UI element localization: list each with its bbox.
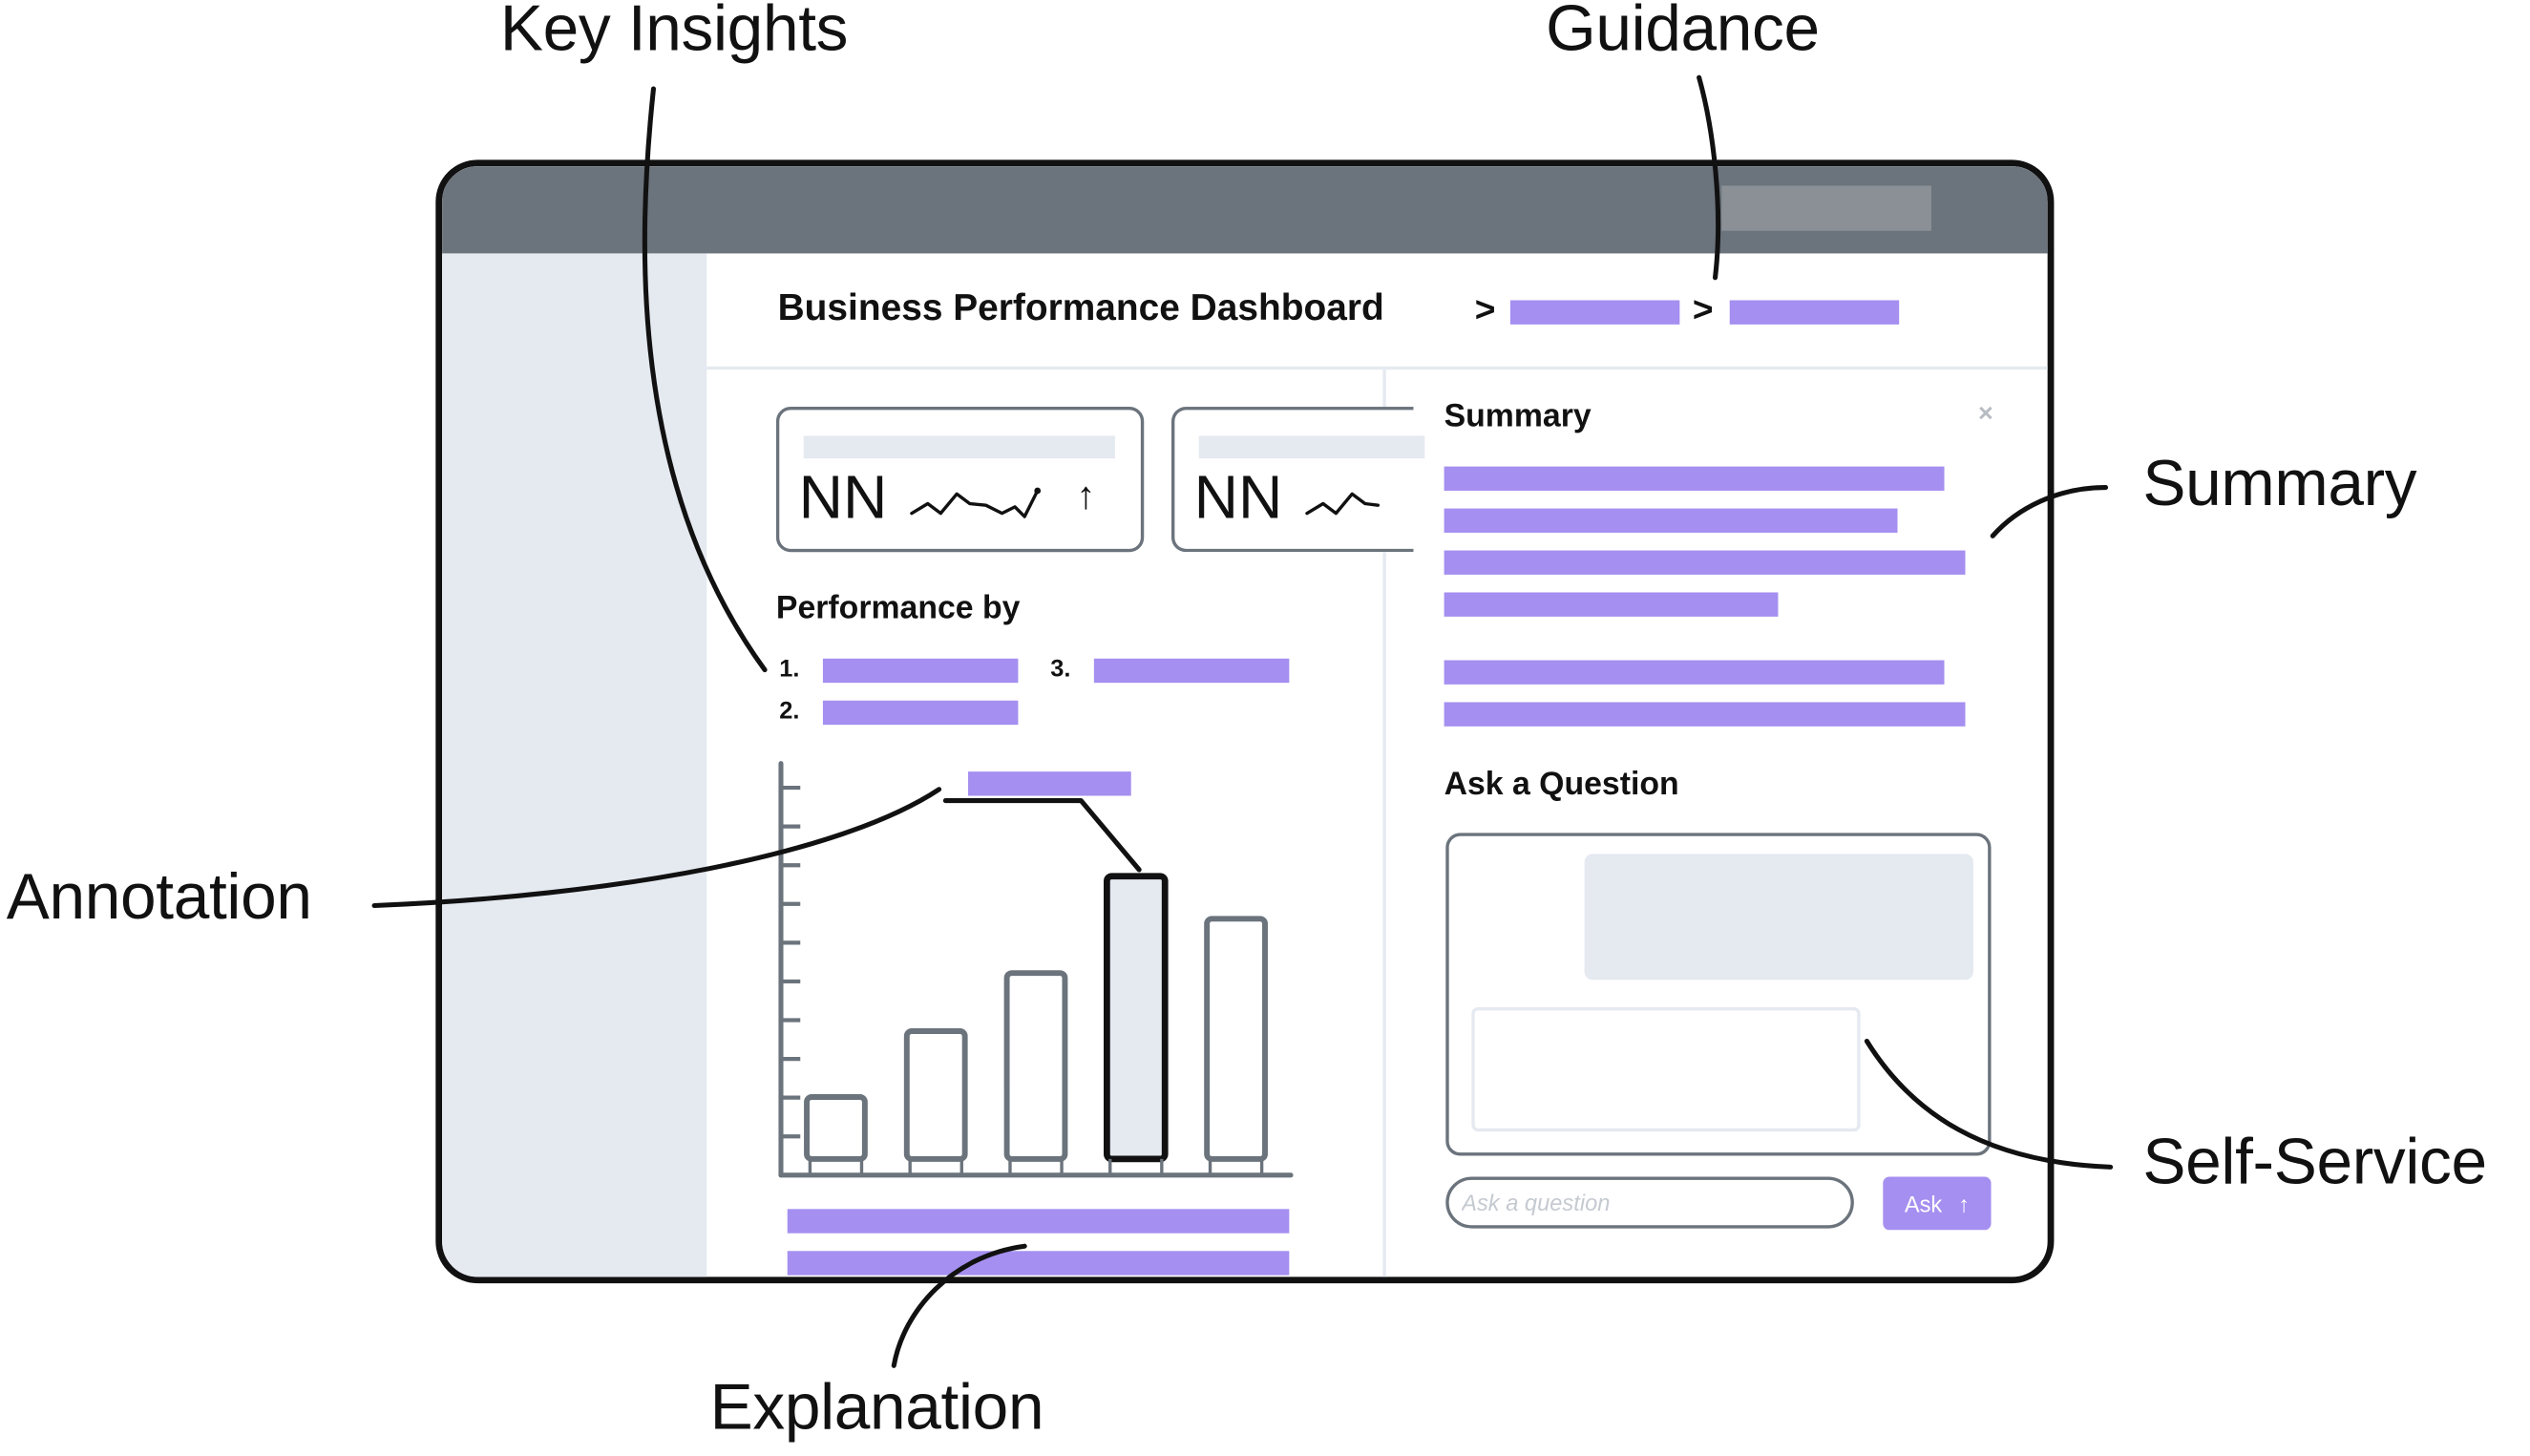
ask-title: Ask a Question [1444,767,1679,803]
callout-explanation: Explanation [709,1372,1044,1444]
chat-history [1445,833,1992,1156]
arrow-up-icon: ↑ [1076,475,1096,518]
breadcrumb-separator: > [1474,288,1496,329]
summary-line [1444,660,1945,685]
callout-annotation: Annotation [6,861,312,934]
title-bar-control[interactable] [1721,185,1931,231]
rank-label: 2. [779,697,800,726]
kpi-card[interactable]: NN [1170,407,1425,553]
sparkline-icon [910,487,1042,518]
callout-key-insights: Key Insights [499,0,849,65]
rank-label: 3. [1050,655,1071,684]
explanation-line [787,1209,1290,1234]
summary-line [1444,550,1966,575]
bar-chart [778,761,1294,1178]
app-window: Business Performance Dashboard > > NN ↑ … [435,159,2055,1284]
kpi-label-placeholder [1198,435,1425,459]
close-icon[interactable]: × [1978,400,1993,429]
arrow-up-icon: ↑ [1958,1190,1970,1216]
breadcrumb-title[interactable]: Business Performance Dashboard [777,285,1384,328]
key-insight-2 [822,700,1019,726]
performance-title: Performance by [775,590,1021,626]
assistant-message [1584,854,1973,981]
summary-line [1444,592,1779,617]
summary-line [1444,508,1898,533]
explanation-line [787,1251,1290,1276]
callout-guidance: Guidance [1546,0,1820,65]
breadcrumb: Business Performance Dashboard [778,285,1384,329]
ask-button-label: Ask [1904,1190,1943,1216]
user-message [1471,1006,1861,1132]
summary-line [1444,466,1945,491]
key-insight-1 [822,658,1019,684]
summary-line [1444,702,1966,727]
kpi-value: NN [1193,464,1283,533]
sparkline-icon [1305,492,1380,516]
kpi-card[interactable]: NN ↑ [775,407,1145,553]
key-insight-3 [1093,658,1290,684]
sidebar [442,253,707,1277]
ask-input[interactable] [1445,1176,1854,1229]
callout-self-service: Self-Service [2142,1127,2487,1198]
annotation-connector [942,798,1142,873]
ask-button[interactable]: Ask ↑ [1883,1176,1992,1231]
bar [1003,970,1068,1162]
bar-highlighted [1103,873,1169,1163]
title-bar [442,166,2048,254]
bar [903,1028,968,1162]
panel-divider [1382,369,1386,1277]
kpi-label-placeholder [803,435,1115,459]
breadcrumb-level-2[interactable] [1729,300,1900,325]
callout-summary: Summary [2142,449,2417,520]
kpi-value: NN [798,464,888,533]
bar [804,1094,868,1162]
bar [1204,916,1268,1162]
breadcrumb-level-1[interactable] [1509,300,1680,325]
header-divider [706,366,2048,370]
breadcrumb-separator: > [1692,288,1714,329]
rank-label: 1. [779,655,800,684]
summary-title: Summary [1444,398,1592,434]
annotation-label [968,771,1131,796]
